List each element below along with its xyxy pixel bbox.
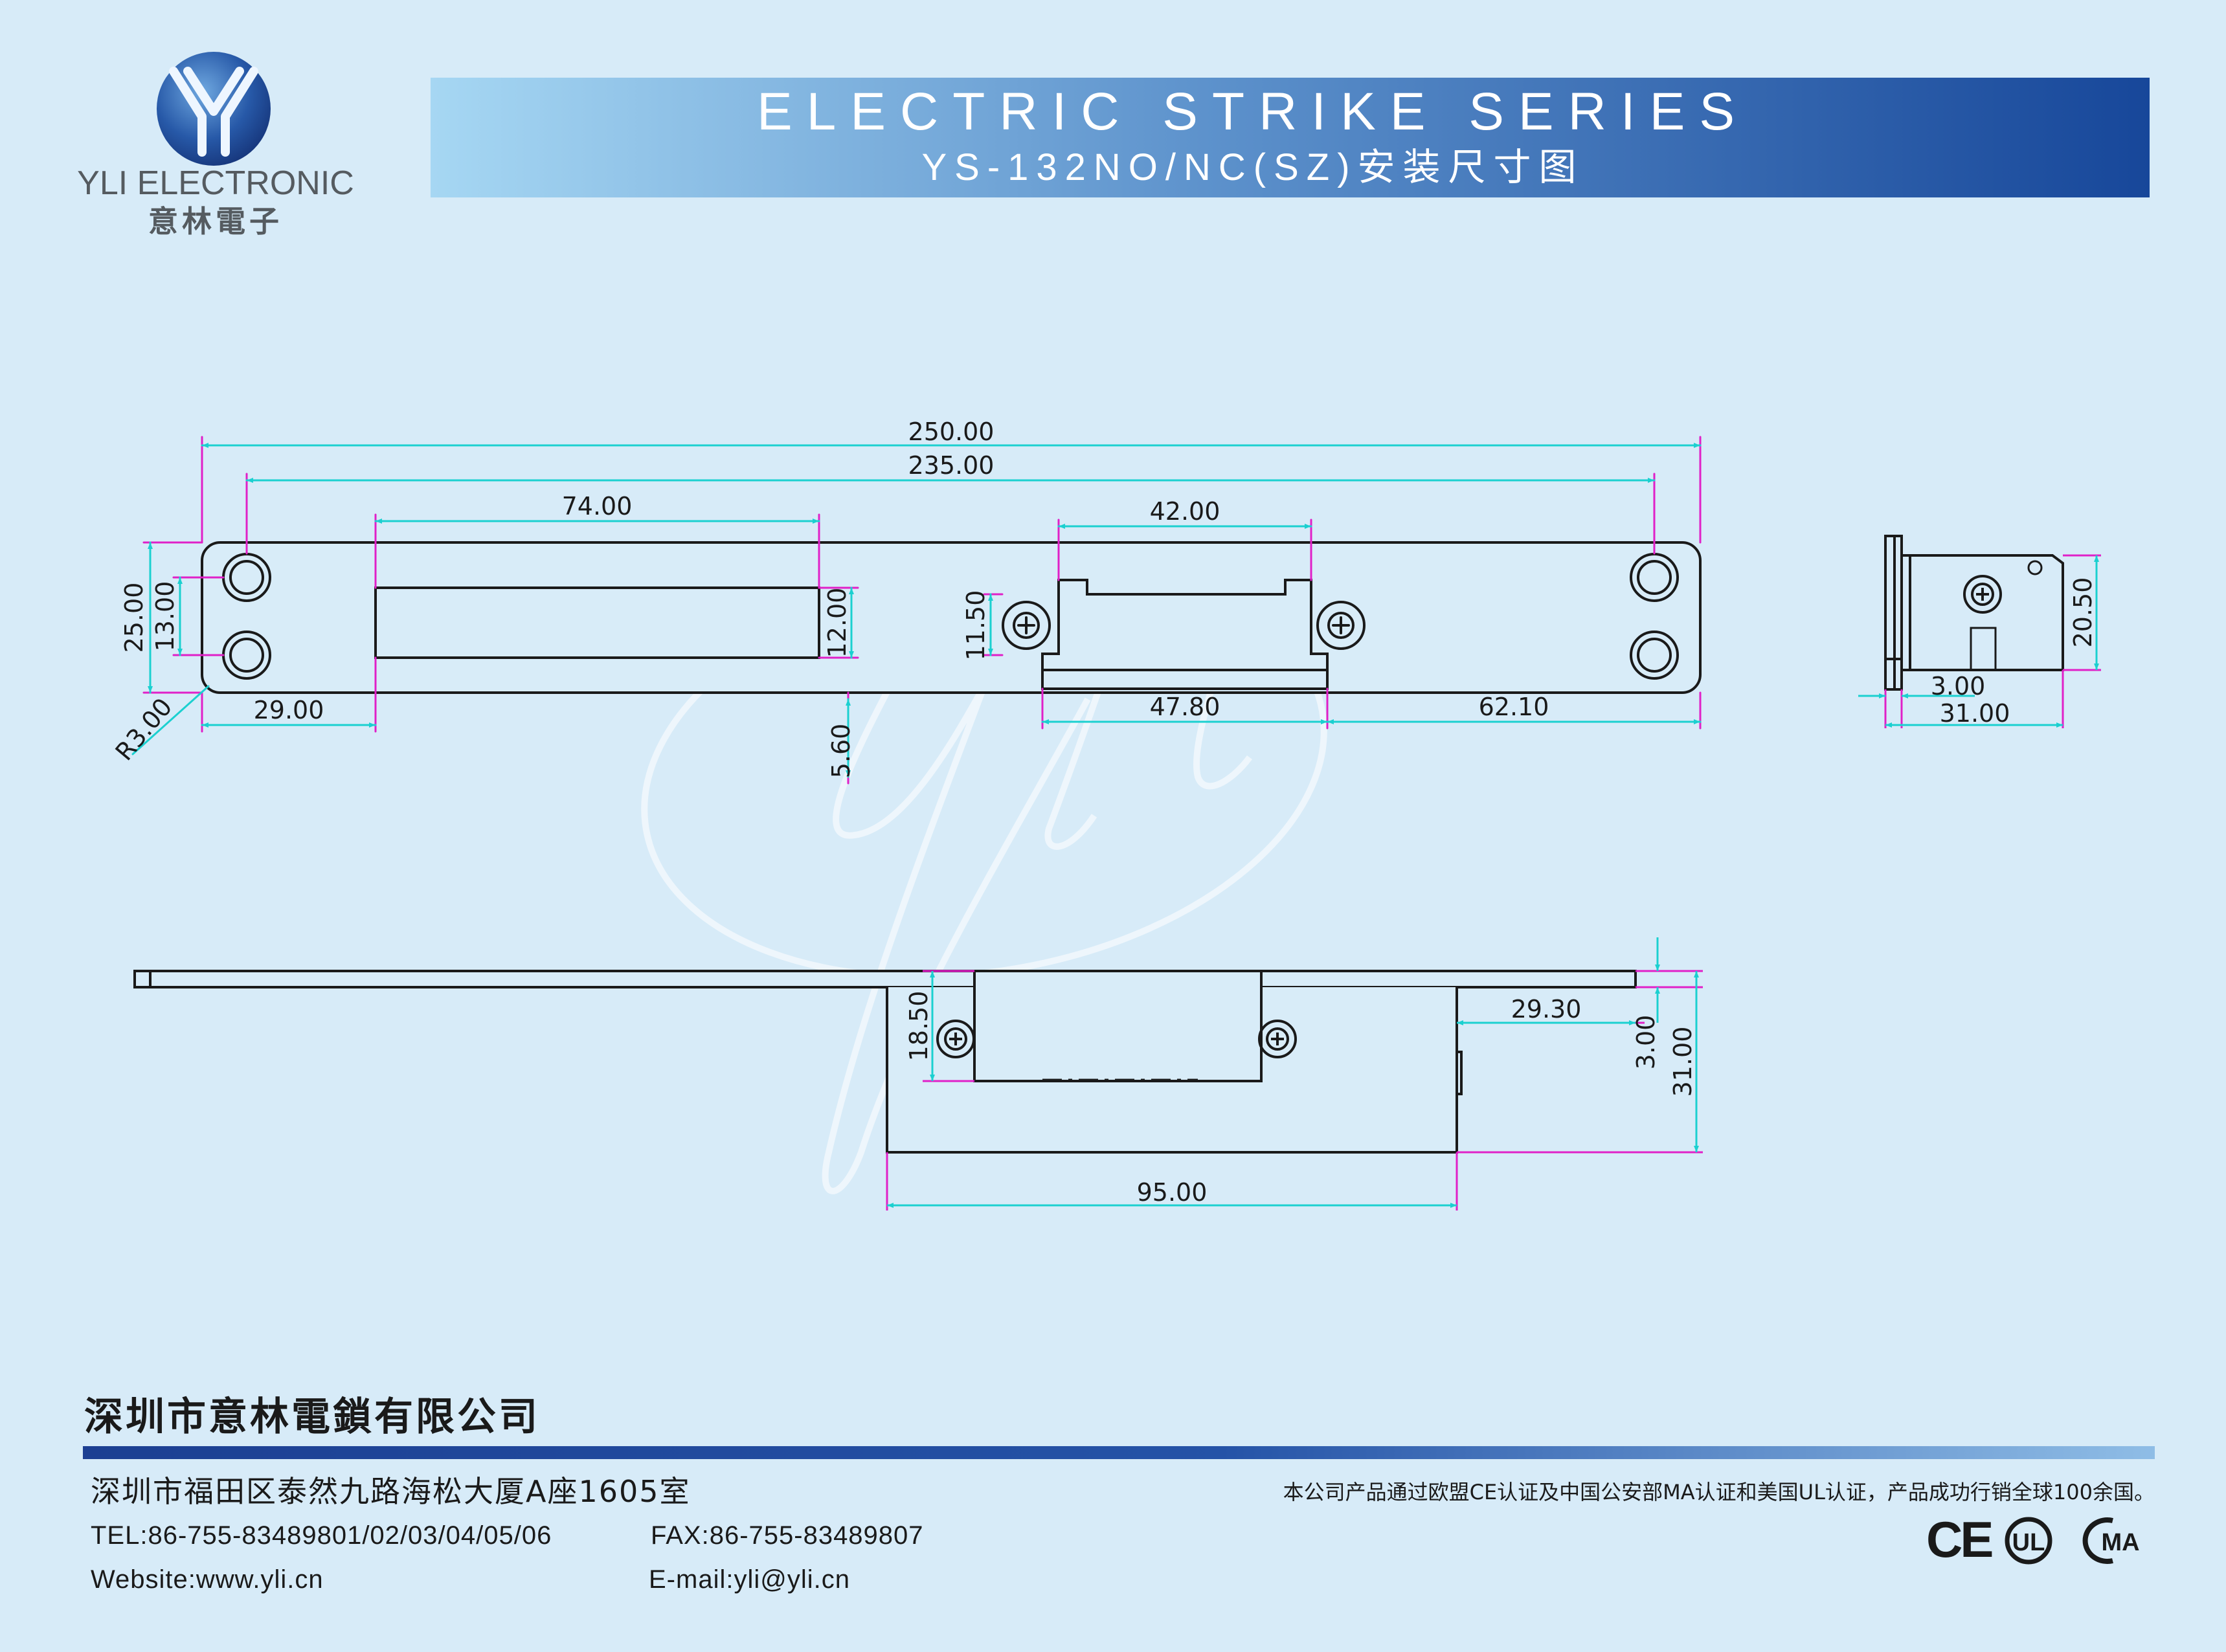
title-banner: ELECTRIC STRIKE SERIES YS-132NO/NC(SZ)安装… [431, 78, 2150, 197]
brand-name-cn: 意林電子 [148, 204, 283, 239]
front-view: 250.00 235.00 74.00 42.00 25.00 13.00 R3… [110, 418, 1702, 785]
latch-slot [374, 586, 820, 659]
strike-faceplate [201, 541, 1702, 694]
strike-body-outline [1041, 579, 1329, 690]
side-view: 20.50 3.00 31.00 [1858, 535, 2101, 728]
page-subtitle: YS-132NO/NC(SZ)安装尺寸图 [921, 146, 1584, 188]
company-name: 深圳市意林電鎖有限公司 [84, 1394, 540, 1440]
dim-overall-length: 250.00 [908, 418, 995, 446]
screw-icon [1002, 601, 1366, 650]
dim-strike-to-end: 62.10 [1479, 693, 1549, 721]
contact-fax: FAX:86-755-83489807 [651, 1521, 924, 1550]
dim-side-plate-thickness: 3.00 [1931, 672, 1986, 700]
contact-email[interactable]: E-mail:yli@yli.cn [649, 1565, 850, 1594]
bottom-view: 18.50 29.30 3.00 31.00 95.00 [133, 937, 1703, 1211]
bottom-faceplate-edge [133, 970, 1637, 988]
dim-slot-to-bottom: 5.60 [827, 724, 855, 779]
side-plate [1884, 535, 1903, 691]
page-title: ELECTRIC STRIKE SERIES [757, 82, 1749, 141]
dim-slot-length: 74.00 [562, 492, 633, 520]
dim-body-to-end: 29.30 [1511, 995, 1582, 1023]
svg-text:UL: UL [2012, 1529, 2045, 1556]
screw-icon [1963, 575, 2002, 614]
dim-bottom-body-height: 18.50 [905, 991, 933, 1062]
dim-hole-spacing: 235.00 [908, 451, 995, 480]
footer-divider [83, 1446, 2155, 1459]
dim-strike-width: 47.80 [1150, 693, 1220, 721]
dim-hole-to-slot: 29.00 [254, 696, 324, 724]
dim-hole-vertical-spacing: 13.00 [151, 581, 179, 652]
contact-tel: TEL:86-755-83489801/02/03/04/05/06 [91, 1521, 552, 1550]
dim-body-depth: 31.00 [1940, 699, 2010, 728]
ce-mark-icon: CE [1926, 1512, 1992, 1568]
dim-plate-height: 25.00 [120, 583, 148, 653]
dim-slot-height: 12.00 [823, 588, 851, 658]
certification-logos: CE UL MA [1926, 1512, 2140, 1568]
brand-name-en: YLI ELECTRONIC [77, 164, 354, 202]
dim-total-depth: 31.00 [1669, 1027, 1697, 1097]
company-logo: YLI ELECTRONIC 意林電子 [77, 52, 354, 239]
ul-mark-icon: UL [2005, 1517, 2052, 1565]
svg-text:MA: MA [2101, 1529, 2139, 1556]
cma-mark-icon: MA [2082, 1517, 2140, 1564]
dim-strike-opening: 42.00 [1150, 497, 1220, 526]
dim-screw-spacing: 11.50 [961, 590, 990, 661]
dim-body-length: 95.00 [1137, 1178, 1208, 1207]
certification-note: 本公司产品通过欧盟CE认证及中国公安部MA认证和美国UL认证，产品成功行销全球1… [1283, 1480, 2155, 1504]
contact-website[interactable]: Website:www.yli.cn [91, 1565, 324, 1594]
side-body [1885, 554, 2064, 671]
company-address: 深圳市福田区泰然九路海松大厦A座1605室 [91, 1474, 691, 1509]
dim-body-height: 20.50 [2069, 577, 2097, 648]
bottom-strike-block [973, 970, 1263, 1082]
screw-icon [936, 1020, 1297, 1058]
dim-bottom-plate-thickness: 3.00 [1632, 1015, 1660, 1070]
dim-corner-radius: R3.00 [110, 693, 178, 766]
